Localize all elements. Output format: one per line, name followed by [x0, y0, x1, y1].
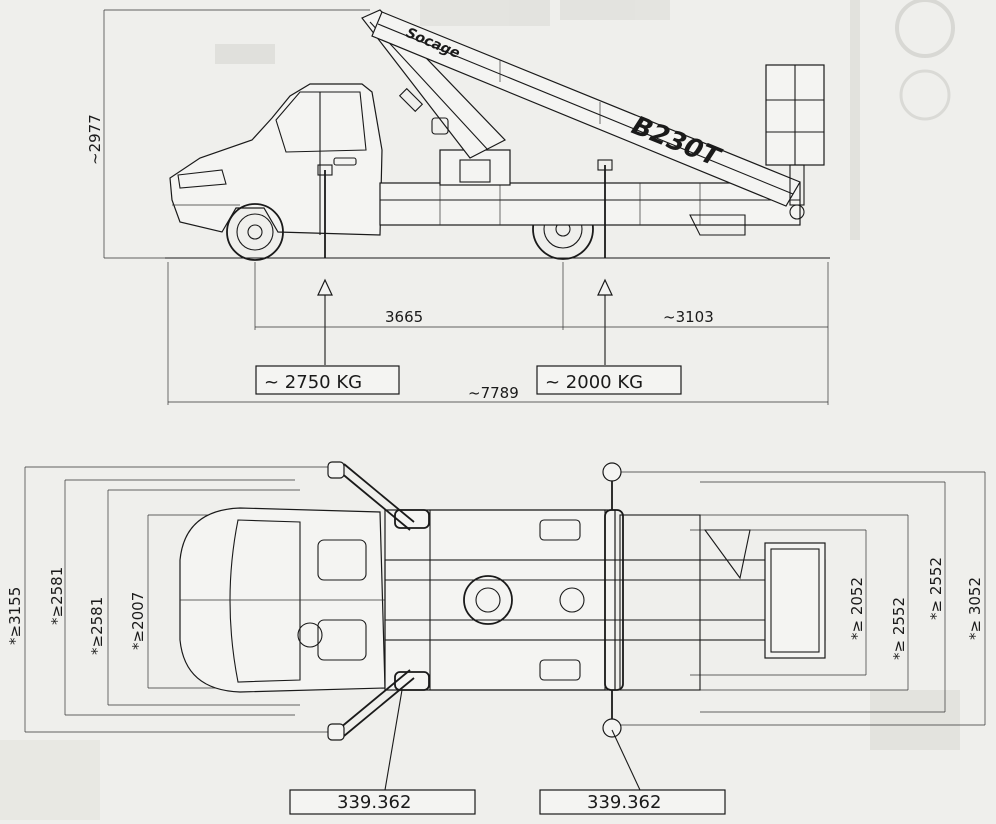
rear-overhang-dimension: ~3103 [663, 308, 714, 326]
rear-outrigger-code-box [539, 789, 726, 815]
outrigger-span-rear: *≥ 3052 [966, 577, 984, 640]
top-view: *≥3155 *≥2581 *≥2581 *≥2007 *≥ 2052 *≥ 2… [6, 461, 986, 815]
front-outrigger-code: 339.362 [337, 792, 411, 813]
track-rear: *≥ 2052 [848, 577, 866, 640]
front-axle-load: ~ 2750 KG [264, 372, 362, 393]
track-front: *≥2007 [129, 592, 147, 650]
chassis-width-inner-front: *≥2581 [88, 597, 106, 655]
outrigger-span-front: *≥3155 [6, 587, 24, 645]
front-outrigger-code-box [289, 789, 476, 815]
total-length-dimension: ~7789 [468, 384, 519, 402]
rear-outrigger-code: 339.362 [587, 792, 661, 813]
width-rear-inner: *≥ 2552 [890, 597, 908, 660]
rear-axle-load-box [536, 365, 682, 395]
rear-axle-load: ~ 2000 KG [545, 372, 643, 393]
width-rear-outer: *≥ 2552 [927, 557, 945, 620]
height-dimension: ~2977 [86, 114, 104, 165]
chassis-width-outer-front: *≥2581 [48, 567, 66, 625]
side-view: ~2977 [86, 9, 830, 405]
model-label: B230T [627, 111, 725, 174]
front-axle-load-box [255, 365, 400, 395]
wheelbase-dimension: 3665 [385, 308, 423, 326]
